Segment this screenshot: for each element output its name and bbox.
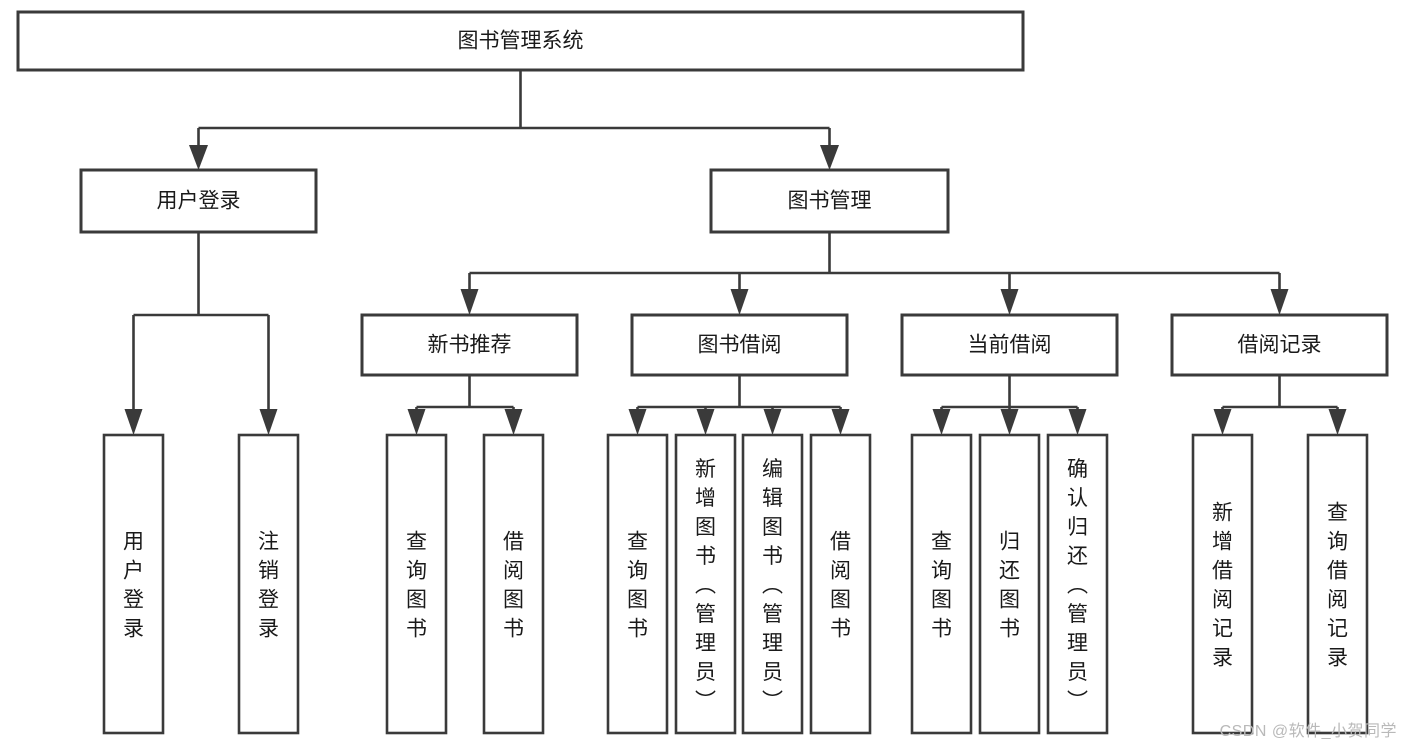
- leaf-newbook-query-box[interactable]: [385, 433, 448, 735]
- leaf-newbook-query-label: 查询图书: [406, 531, 427, 641]
- leaf-current-query-label: 查询图书: [931, 531, 952, 641]
- leaf-user-login-box[interactable]: [102, 433, 165, 735]
- leaf-node[interactable]: 编辑图书︵管理员︶: [741, 433, 804, 735]
- arrowhead-borrowrecord-leaf-1: [1213, 409, 1232, 435]
- leaf-node[interactable]: 查询图书: [606, 433, 669, 735]
- node-book-borrow[interactable]: 图书借阅: [630, 313, 849, 377]
- arrowhead-currentborrow-leaf-2: [1000, 409, 1019, 435]
- leaf-node[interactable]: 新增图书︵管理员︶: [674, 433, 737, 735]
- node-borrow-record[interactable]: 借阅记录: [1170, 313, 1389, 377]
- node-book-borrow-box[interactable]: [630, 313, 849, 377]
- leaf-record-add-label: 新增借阅记录: [1212, 502, 1233, 670]
- leaf-borrow-edit-box[interactable]: [741, 433, 804, 735]
- arrowhead-newbook-leaf-2: [504, 409, 523, 435]
- leaf-record-query-box[interactable]: [1306, 433, 1369, 735]
- leaf-logout-label: 注销登录: [258, 531, 279, 641]
- node-root-label: 图书管理系统: [458, 30, 584, 53]
- node-current-borrow-label: 当前借阅: [968, 334, 1052, 357]
- leaf-node[interactable]: 查询图书: [910, 433, 973, 735]
- leaf-node[interactable]: 确认归还︵管理员︶: [1046, 433, 1109, 735]
- node-current-borrow[interactable]: 当前借阅: [900, 313, 1119, 377]
- leaf-node[interactable]: 查询借阅记录: [1306, 433, 1369, 735]
- leaf-current-return-label: 归还图书: [999, 531, 1020, 641]
- leaf-current-confirm-box[interactable]: [1046, 433, 1109, 735]
- arrowhead-bookborrow-leaf-1: [628, 409, 647, 435]
- node-user-login-label: 用户登录: [157, 190, 241, 213]
- arrowhead-borrow-record: [1270, 289, 1289, 315]
- leaf-node[interactable]: 用户登录: [102, 433, 165, 735]
- leaf-borrow-query-box[interactable]: [606, 433, 669, 735]
- leaf-node[interactable]: 查询图书: [385, 433, 448, 735]
- node-book-manage-label: 图书管理: [788, 190, 872, 213]
- leaf-borrow-add-label: 新增图书︵管理员︶: [695, 458, 716, 713]
- arrowhead-new-book: [460, 289, 479, 315]
- arrowhead-book-borrow: [730, 289, 749, 315]
- node-borrow-record-box[interactable]: [1170, 313, 1389, 377]
- leaf-node[interactable]: 归还图书: [978, 433, 1041, 735]
- node-new-book-recommend-box[interactable]: [360, 313, 579, 377]
- leaf-node[interactable]: 借阅图书: [809, 433, 872, 735]
- leaf-logout-box[interactable]: [237, 433, 300, 735]
- arrowhead-user-login: [189, 145, 208, 170]
- node-book-borrow-label: 图书借阅: [698, 334, 782, 357]
- leaf-current-return-box[interactable]: [978, 433, 1041, 735]
- node-root-box[interactable]: [16, 10, 1025, 72]
- leaf-newbook-borrow-label: 借阅图书: [503, 531, 524, 641]
- leaf-newbook-borrow-box[interactable]: [482, 433, 545, 735]
- arrowhead-borrowrecord-leaf-2: [1328, 409, 1347, 435]
- leaf-node[interactable]: 注销登录: [237, 433, 300, 735]
- node-root[interactable]: 图书管理系统: [16, 10, 1025, 72]
- leaf-node[interactable]: 新增借阅记录: [1191, 433, 1254, 735]
- node-user-login-box[interactable]: [79, 168, 318, 234]
- arrowhead-currentborrow-leaf-3: [1068, 409, 1087, 435]
- arrowhead-newbook-leaf-1: [407, 409, 426, 435]
- node-new-book-recommend[interactable]: 新书推荐: [360, 313, 579, 377]
- leaf-current-confirm-label: 确认归还︵管理员︶: [1067, 458, 1088, 713]
- node-user-login[interactable]: 用户登录: [79, 168, 318, 234]
- node-book-manage[interactable]: 图书管理: [709, 168, 950, 234]
- arrowhead-book-manage: [820, 145, 839, 170]
- leaf-record-query-label: 查询借阅记录: [1327, 502, 1348, 670]
- arrowhead-bookborrow-leaf-4: [831, 409, 850, 435]
- connector-layer: [124, 70, 1347, 435]
- arrowhead-leaf-logout: [259, 409, 278, 435]
- arrowhead-bookborrow-leaf-3: [763, 409, 782, 435]
- node-current-borrow-box[interactable]: [900, 313, 1119, 377]
- leaf-borrow-do-box[interactable]: [809, 433, 872, 735]
- leaf-node[interactable]: 借阅图书: [482, 433, 545, 735]
- arrowhead-bookborrow-leaf-2: [696, 409, 715, 435]
- leaf-current-query-box[interactable]: [910, 433, 973, 735]
- leaf-borrow-do-label: 借阅图书: [830, 531, 851, 641]
- node-book-manage-box[interactable]: [709, 168, 950, 234]
- leaf-user-login-label: 用户登录: [123, 531, 144, 641]
- leaf-borrow-edit-label: 编辑图书︵管理员︶: [762, 458, 783, 713]
- arrowhead-currentborrow-leaf-1: [932, 409, 951, 435]
- arrowhead-leaf-user-login: [124, 409, 143, 435]
- leaf-borrow-add-box[interactable]: [674, 433, 737, 735]
- node-new-book-recommend-label: 新书推荐: [428, 334, 512, 357]
- leaf-record-add-box[interactable]: [1191, 433, 1254, 735]
- arrowhead-current-borrow: [1000, 289, 1019, 315]
- node-borrow-record-label: 借阅记录: [1238, 334, 1322, 357]
- leaf-borrow-query-label: 查询图书: [627, 531, 648, 641]
